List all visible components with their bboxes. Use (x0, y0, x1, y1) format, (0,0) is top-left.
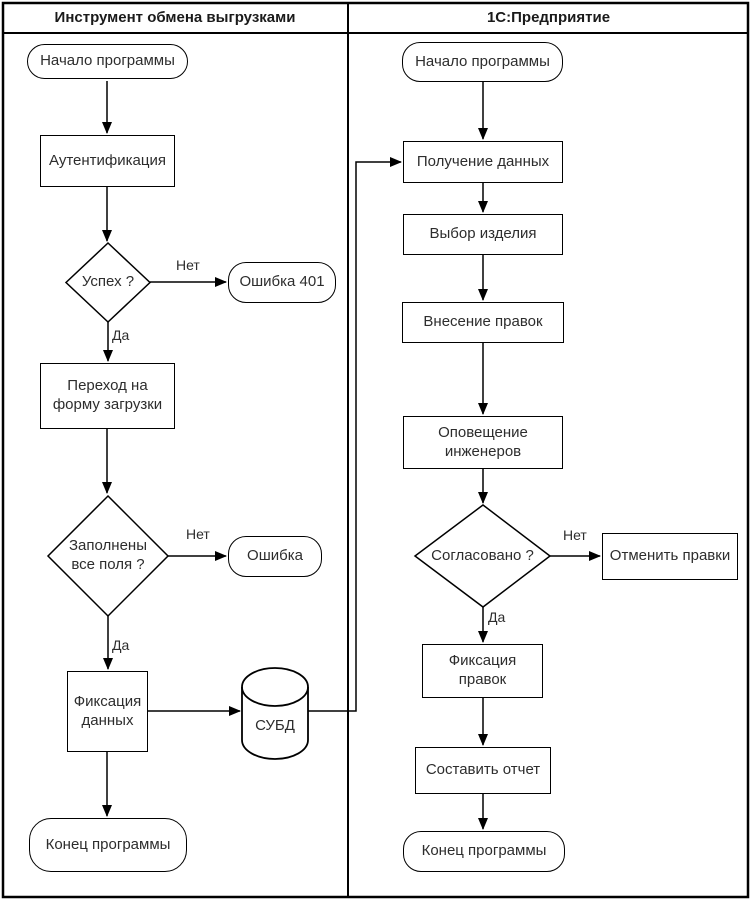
edge-label-success-no: Нет (176, 257, 200, 273)
node-authentication: Аутентификация (40, 135, 175, 187)
lane-header-1c-enterprise: 1С:Предприятие (348, 2, 749, 33)
node-decision-success-shape (64, 241, 152, 324)
edge-label-approved-no: Нет (563, 527, 587, 543)
node-error-label: Ошибка (247, 547, 303, 565)
node-decision-approved-shape (413, 504, 552, 608)
node-end-left: Конец программы (29, 818, 187, 872)
node-goto-upload-form: Переход на форму загрузки (40, 363, 175, 429)
node-start-right: Начало программы (402, 42, 563, 82)
node-notify-engineers-label: Оповещение инженеров (438, 423, 528, 460)
node-get-data-label: Получение данных (416, 152, 550, 170)
node-decision-fields-shape (46, 494, 170, 618)
node-start-right-label: Начало программы (415, 52, 550, 70)
node-select-product-label: Выбор изделия (429, 225, 537, 243)
node-error: Ошибка (228, 536, 322, 577)
node-end-right: Конец программы (403, 831, 565, 872)
lane-header-exchange-tool-label: Инструмент обмена выгрузками (54, 9, 296, 26)
node-start-left-label: Начало программы (40, 52, 175, 70)
lane-header-exchange-tool: Инструмент обмена выгрузками (2, 2, 348, 33)
node-commit-data: Фиксация данных (67, 671, 148, 752)
node-commit-edits: Фиксация правок (422, 644, 543, 698)
node-make-edits-label: Внесение правок (423, 313, 543, 331)
edge-label-success-yes: Да (112, 327, 130, 343)
edge-label-approved-yes: Да (488, 609, 506, 625)
node-error-401: Ошибка 401 (228, 262, 336, 303)
node-commit-edits-label: Фиксация правок (448, 652, 517, 688)
node-get-data: Получение данных (403, 141, 563, 183)
node-end-right-label: Конец программы (421, 842, 547, 860)
edge-dbms-to-get-data (308, 157, 402, 712)
node-cancel-edits: Отменить правки (602, 533, 738, 580)
node-make-report-label: Составить отчет (425, 761, 541, 779)
node-select-product: Выбор изделия (403, 214, 563, 255)
edge-label-fields-yes: Да (112, 637, 130, 653)
node-make-edits: Внесение правок (402, 302, 564, 343)
node-cancel-edits-label: Отменить правки (609, 547, 731, 565)
node-dbms-cylinder-top-rim (241, 686, 309, 707)
node-dbms-cylinder-shape (241, 667, 309, 760)
node-authentication-label: Аутентификация (49, 151, 166, 169)
edge-label-fields-no: Нет (186, 526, 210, 542)
lane-header-1c-enterprise-label: 1С:Предприятие (486, 9, 611, 26)
node-end-left-label: Конец программы (45, 835, 171, 853)
node-error-401-label: Ошибка 401 (239, 273, 325, 291)
node-make-report: Составить отчет (415, 747, 551, 794)
node-start-left: Начало программы (27, 44, 188, 79)
node-commit-data-label: Фиксация данных (73, 692, 142, 729)
node-goto-upload-form-label: Переход на форму загрузки (52, 377, 163, 413)
node-notify-engineers: Оповещение инженеров (403, 416, 563, 469)
